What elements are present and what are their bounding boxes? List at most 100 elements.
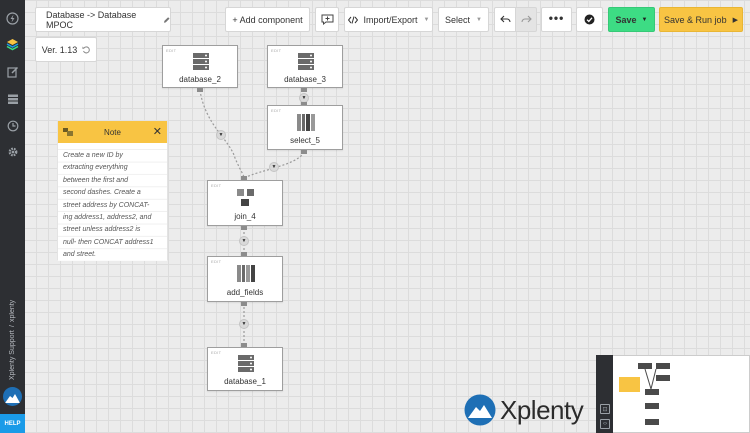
code-icon bbox=[347, 15, 358, 24]
minimap-node bbox=[656, 363, 670, 369]
minimap-connectors bbox=[644, 368, 657, 390]
database-icon bbox=[298, 53, 314, 70]
add-component-button[interactable]: + Add component bbox=[225, 7, 310, 32]
undo-version-icon bbox=[82, 45, 91, 53]
brand-name: Xplenty bbox=[500, 394, 584, 425]
more-options-button[interactable]: ••• bbox=[541, 7, 572, 32]
help-button[interactable]: HELP bbox=[0, 414, 25, 433]
fit-view-icon[interactable]: ⊡ bbox=[600, 404, 610, 414]
note-line: null- then CONCAT address1 bbox=[63, 238, 154, 246]
save-button[interactable]: Save ▼ bbox=[608, 7, 655, 32]
minimap-node bbox=[645, 389, 659, 395]
version-button[interactable]: Ver. 1.13 bbox=[35, 37, 97, 62]
chevron-down-icon: ▼ bbox=[641, 16, 648, 23]
gear-icon[interactable] bbox=[4, 143, 21, 160]
note-line: second dashes. Create a bbox=[63, 189, 141, 197]
component-add-fields[interactable]: EDIT add_fields bbox=[207, 256, 283, 302]
input-port[interactable] bbox=[241, 343, 247, 347]
validate-button[interactable] bbox=[576, 7, 603, 32]
xplenty-logo: Xplenty bbox=[464, 394, 584, 426]
note-drag-icon[interactable] bbox=[63, 128, 73, 136]
collapse-toggle[interactable]: ▼ bbox=[239, 236, 249, 246]
minimap-node bbox=[645, 419, 659, 425]
component-label: add_fields bbox=[226, 288, 264, 297]
left-sidebar: Xplenty Support / xplenty HELP bbox=[0, 0, 25, 433]
input-port[interactable] bbox=[241, 176, 247, 180]
edit-link[interactable]: EDIT bbox=[166, 48, 177, 53]
edit-document-icon[interactable] bbox=[4, 63, 21, 80]
input-port[interactable] bbox=[301, 102, 307, 106]
add-fields-icon bbox=[237, 265, 255, 282]
note-line: and street. bbox=[63, 251, 97, 259]
note-text[interactable]: Create a new ID by extracting everything… bbox=[58, 143, 167, 261]
more-icon: ••• bbox=[548, 10, 565, 25]
edit-link[interactable]: EDIT bbox=[211, 259, 222, 264]
close-icon[interactable]: ✕ bbox=[152, 126, 162, 138]
play-icon: ▶ bbox=[732, 16, 738, 24]
component-database-3[interactable]: EDIT database_3 bbox=[267, 45, 343, 88]
minimap-note bbox=[619, 377, 640, 392]
minimap-node bbox=[638, 363, 652, 369]
save-run-job-button[interactable]: Save & Run job ▶ bbox=[659, 7, 743, 32]
component-join-4[interactable]: EDIT join_4 bbox=[207, 180, 283, 226]
component-label: database_2 bbox=[179, 75, 221, 84]
edit-link[interactable]: EDIT bbox=[271, 108, 282, 113]
output-port[interactable] bbox=[241, 302, 247, 306]
import-export-label: Import/Export bbox=[363, 14, 418, 25]
list-icon[interactable] bbox=[4, 90, 21, 107]
add-component-label: + Add component bbox=[232, 14, 303, 25]
package-title: Database -> Database MPOC bbox=[46, 9, 137, 30]
minimap[interactable] bbox=[596, 355, 750, 433]
code-view-icon[interactable]: ‹› bbox=[600, 419, 610, 429]
output-port[interactable] bbox=[197, 88, 203, 92]
component-database-1[interactable]: EDIT database_1 bbox=[207, 347, 283, 391]
select-label: Select bbox=[445, 14, 471, 25]
output-port[interactable] bbox=[301, 150, 307, 154]
package-title-field[interactable]: Database -> Database MPOC bbox=[35, 7, 171, 32]
edit-link[interactable]: EDIT bbox=[271, 48, 282, 53]
minimap-node bbox=[656, 375, 670, 381]
note-title: Note bbox=[104, 127, 121, 137]
version-label: Ver. 1.13 bbox=[41, 44, 78, 55]
save-run-label: Save & Run job bbox=[664, 14, 727, 25]
note-line: ing address1, address2, and bbox=[63, 214, 152, 222]
import-export-dropdown[interactable]: Import/Export ▼ bbox=[344, 7, 433, 32]
edit-link[interactable]: EDIT bbox=[211, 350, 222, 355]
check-circle-icon bbox=[584, 14, 595, 25]
database-icon bbox=[193, 53, 209, 70]
packages-icon[interactable] bbox=[4, 36, 21, 53]
note-header[interactable]: Note ✕ bbox=[58, 121, 167, 143]
component-label: database_3 bbox=[284, 75, 326, 84]
collapse-toggle[interactable]: ▼ bbox=[216, 130, 226, 140]
chevron-down-icon: ▼ bbox=[476, 16, 482, 23]
lightning-icon[interactable] bbox=[4, 10, 21, 27]
avatar[interactable] bbox=[3, 387, 22, 406]
collapse-toggle[interactable]: ▼ bbox=[239, 319, 249, 329]
undo-icon bbox=[499, 15, 511, 23]
collapse-toggle[interactable]: ▼ bbox=[269, 162, 279, 172]
save-label: Save bbox=[615, 14, 637, 25]
output-port[interactable] bbox=[301, 88, 307, 92]
history-icon[interactable] bbox=[4, 117, 21, 134]
pencil-icon bbox=[163, 16, 170, 23]
add-note-button[interactable] bbox=[315, 7, 339, 32]
note-line: Create a new ID by bbox=[63, 152, 123, 159]
join-icon bbox=[237, 189, 254, 206]
select-dropdown[interactable]: Select ▼ bbox=[438, 7, 489, 32]
component-label: database_1 bbox=[224, 377, 266, 386]
component-select-5[interactable]: EDIT select_5 bbox=[267, 105, 343, 150]
select-icon bbox=[297, 114, 315, 131]
component-label: select_5 bbox=[290, 136, 320, 145]
note-line: extracting everything bbox=[63, 164, 128, 172]
database-icon bbox=[238, 355, 254, 372]
note-line: street address by CONCAT- bbox=[63, 201, 150, 209]
redo-button[interactable] bbox=[515, 7, 537, 32]
note-card[interactable]: Note ✕ Create a new ID by extracting eve… bbox=[57, 120, 168, 261]
component-database-2[interactable]: EDIT database_2 bbox=[162, 45, 238, 88]
edit-link[interactable]: EDIT bbox=[211, 183, 222, 188]
input-port[interactable] bbox=[241, 252, 247, 256]
component-label: join_4 bbox=[234, 212, 256, 221]
output-port[interactable] bbox=[241, 226, 247, 230]
xplenty-logo-icon bbox=[464, 394, 496, 426]
chevron-down-icon: ▼ bbox=[423, 16, 430, 23]
